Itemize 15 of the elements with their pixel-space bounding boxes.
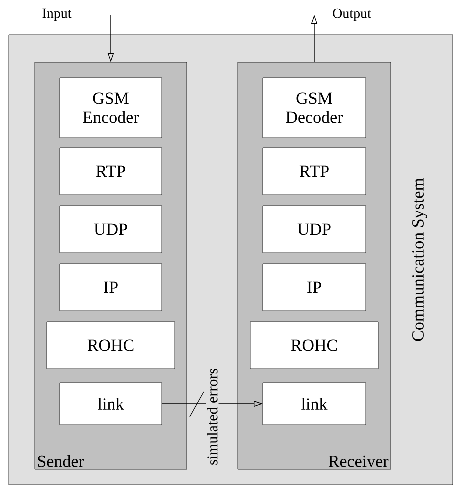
layer-box: link: [60, 382, 162, 426]
layer-box: IP: [262, 264, 366, 312]
layer-box: IP: [60, 264, 162, 312]
layer-box: link: [262, 382, 366, 426]
io-label: Input: [42, 8, 72, 22]
layer-box: ROHC: [46, 322, 176, 370]
io-label: Output: [333, 8, 372, 22]
layer-box: GSM Decoder: [262, 78, 366, 138]
layer-box: RTP: [60, 148, 162, 196]
layer-box: GSM Encoder: [60, 78, 162, 138]
edge-label: simulated errors: [207, 369, 218, 465]
layer-box: RTP: [262, 148, 366, 196]
layer-box: UDP: [262, 206, 366, 254]
layer-box: ROHC: [250, 322, 379, 370]
layer-box: UDP: [60, 206, 162, 254]
